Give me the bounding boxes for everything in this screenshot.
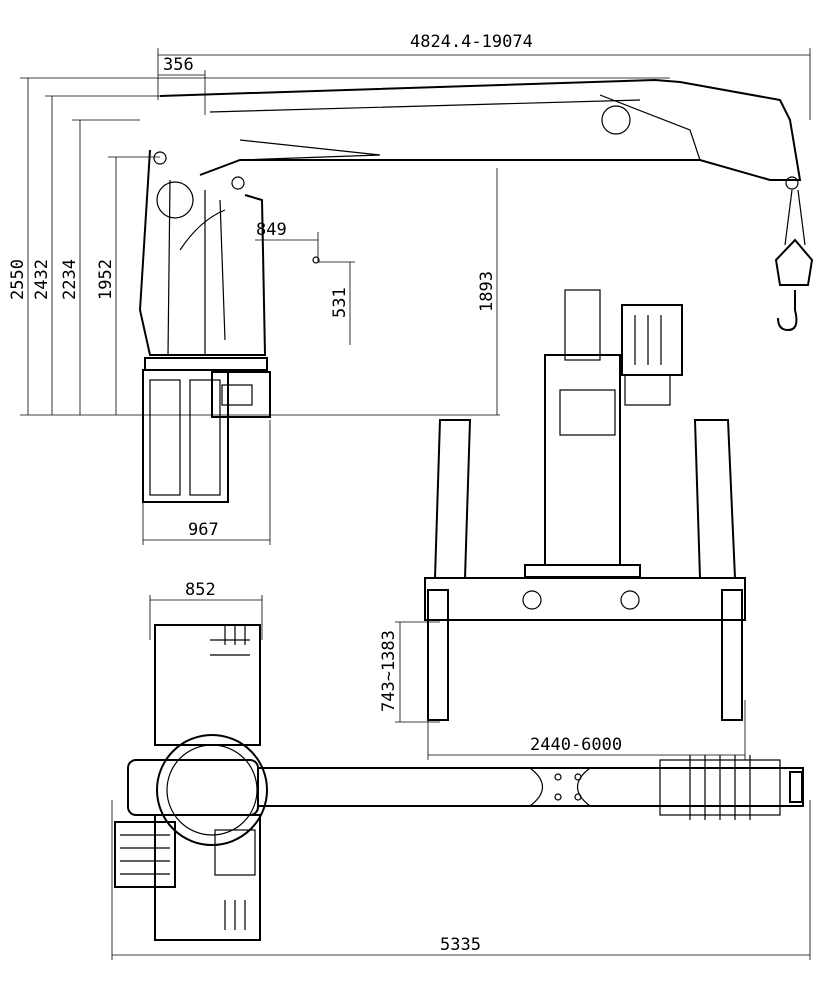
- dim-base-depth: 852: [185, 580, 216, 600]
- dim-total-length: 5335: [440, 935, 481, 955]
- rear-view: [395, 289, 746, 760]
- dim-column-offset: 356: [163, 55, 194, 75]
- dim-height-2432: 2432: [32, 259, 52, 300]
- dim-height-2234: 2234: [60, 259, 80, 300]
- side-view: [20, 48, 814, 545]
- dim-height-1952: 1952: [96, 259, 116, 300]
- top-view: [111, 595, 811, 960]
- dim-reach: 4824.4-19074: [410, 32, 533, 52]
- dim-boom-height: 1893: [477, 271, 497, 312]
- dim-pivot-offset: 849: [256, 220, 287, 240]
- dim-height-2550: 2550: [8, 259, 28, 300]
- dim-base-width: 967: [188, 520, 219, 540]
- dim-pivot-height: 531: [330, 287, 350, 318]
- dim-outrigger-span: 2440-6000: [530, 735, 622, 755]
- dim-outrigger-stroke: 743~1383: [379, 630, 399, 712]
